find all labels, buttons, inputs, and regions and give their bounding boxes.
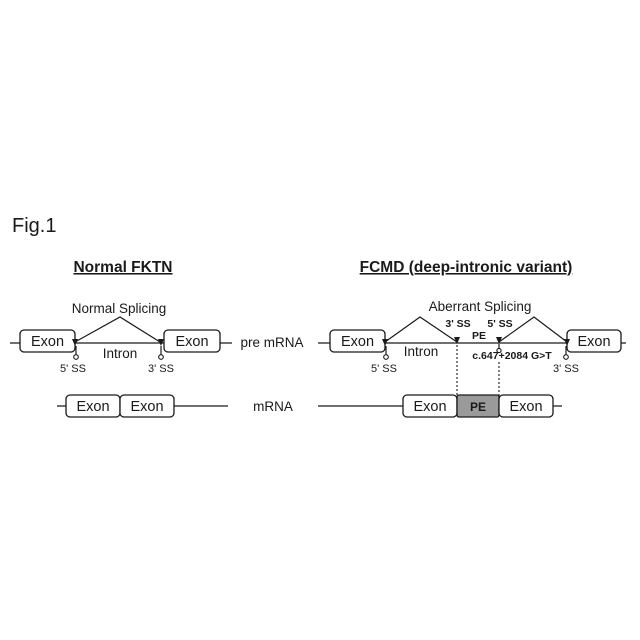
normal-3ss-label: 3' SS <box>148 363 174 375</box>
mrna-row-label: mRNA <box>253 399 293 414</box>
normal-panel-heading: Normal FKTN <box>73 259 172 276</box>
variant-label: c.647+2084 G>T <box>472 350 552 362</box>
fcmd-exon-1-label: Exon <box>341 334 374 350</box>
fcmd-panel: FCMD (deep-intronic variant) Aberrant Sp… <box>318 259 626 417</box>
fcmd-mrna-exon-2-label: Exon <box>509 399 542 415</box>
normal-mrna-exon-1-label: Exon <box>76 399 109 415</box>
normal-splicing-arc <box>75 317 160 342</box>
fcmd-mrna-exon-1-label: Exon <box>413 399 446 415</box>
fcmd-panel-heading: FCMD (deep-intronic variant) <box>360 259 573 276</box>
cryptic-3ss-label: 3' SS <box>445 318 470 330</box>
fcmd-5ss-pin <box>384 355 389 360</box>
aberrant-splicing-label: Aberrant Splicing <box>429 299 532 314</box>
normal-exon-1-label: Exon <box>31 334 64 350</box>
fcmd-3ss-pin <box>564 355 569 360</box>
normal-intron-label: Intron <box>103 346 138 361</box>
pseudoexon-inline-label: PE <box>472 330 486 342</box>
normal-panel: Normal FKTN Normal Splicing Exon Exon In… <box>10 259 232 417</box>
fcmd-intron-label: Intron <box>404 344 439 359</box>
fcmd-5ss-label: 5' SS <box>371 363 397 375</box>
fcmd-exon-2-label: Exon <box>577 334 610 350</box>
normal-exon-2-label: Exon <box>175 334 208 350</box>
pre-mrna-row-label: pre mRNA <box>240 335 303 350</box>
figure-label: Fig.1 <box>12 215 56 237</box>
normal-mrna-exon-2-label: Exon <box>130 399 163 415</box>
pseudoexon-label: PE <box>470 400 486 414</box>
normal-3ss-pin <box>159 355 164 360</box>
normal-5ss-label: 5' SS <box>60 363 86 375</box>
cryptic-5ss-label: 5' SS <box>487 318 512 330</box>
fcmd-3ss-label: 3' SS <box>553 363 579 375</box>
normal-5ss-pin <box>74 355 79 360</box>
normal-splicing-label: Normal Splicing <box>72 301 167 316</box>
